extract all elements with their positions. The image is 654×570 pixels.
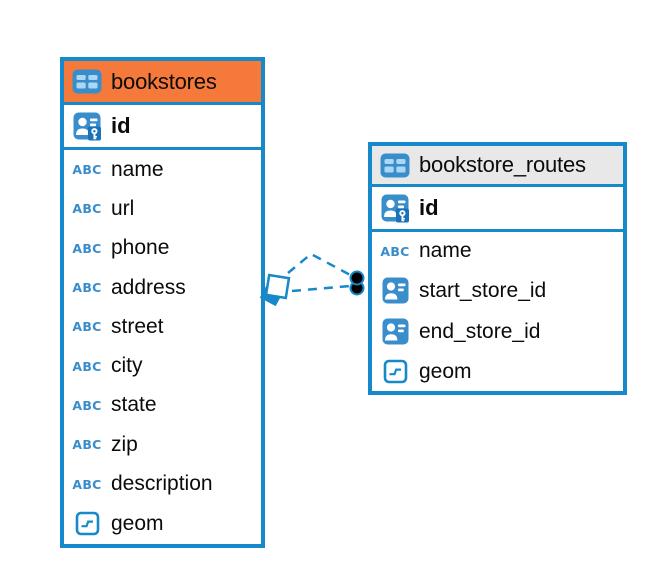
column-label: city [111, 354, 143, 378]
table-bookstore-routes-title: bookstore_routes [419, 152, 586, 177]
column-row[interactable]: geom [64, 503, 261, 544]
dot-marker [349, 270, 365, 296]
column-label: zip [111, 432, 138, 456]
column-label: street [111, 314, 164, 338]
column-row-id[interactable]: id [372, 187, 623, 232]
column-label: name [111, 157, 164, 181]
abc-icon: ABC [72, 162, 102, 178]
table-bookstore-routes-header[interactable]: bookstore_routes [372, 146, 623, 187]
column-row[interactable]: ABC description [64, 464, 261, 504]
column-row[interactable]: ABC state [64, 385, 261, 426]
column-row[interactable]: ABC address [64, 267, 261, 308]
column-row[interactable]: ABC zip [64, 425, 261, 465]
column-row[interactable]: start_store_id [372, 270, 623, 311]
column-label: end_store_id [419, 319, 541, 343]
relation-line-1[interactable] [287, 252, 355, 279]
column-label: state [111, 393, 157, 417]
person-icon [380, 277, 410, 304]
column-row[interactable]: ABC phone [64, 228, 261, 268]
geometry-icon [380, 359, 410, 384]
column-label: description [111, 472, 213, 496]
table-bookstores-title: bookstores [111, 68, 217, 94]
abc-icon: ABC [72, 280, 102, 296]
column-label: url [111, 196, 135, 220]
column-label: id [419, 195, 439, 220]
abc-icon: ABC [380, 243, 410, 259]
table-icon [72, 69, 102, 94]
column-label: start_store_id [419, 278, 547, 302]
table-bookstores[interactable]: bookstores id [60, 57, 265, 548]
abc-icon: ABC [72, 201, 102, 217]
column-label: name [419, 239, 472, 262]
column-label: geom [111, 511, 164, 535]
column-row[interactable]: ABC city [64, 346, 261, 386]
column-row[interactable]: geom [372, 352, 623, 391]
abc-icon: ABC [72, 358, 102, 374]
abc-icon: ABC [72, 319, 102, 335]
abc-icon: ABC [72, 437, 102, 453]
column-row[interactable]: end_store_id [372, 311, 623, 352]
column-label: id [111, 113, 131, 138]
geometry-icon [72, 511, 102, 536]
column-label: phone [111, 236, 170, 260]
abc-icon: ABC [72, 240, 102, 256]
table-icon [380, 153, 410, 178]
column-row[interactable]: ABC name [64, 150, 261, 190]
column-row[interactable]: ABC name [372, 232, 623, 270]
table-bookstore-routes[interactable]: bookstore_routes id [368, 142, 627, 395]
table-bookstores-header[interactable]: bookstores [64, 61, 261, 105]
person-key-icon [380, 194, 410, 223]
column-row[interactable]: ABC url [64, 189, 261, 229]
person-icon [380, 318, 410, 345]
column-row[interactable]: ABC street [64, 307, 261, 347]
abc-icon: ABC [72, 397, 102, 413]
abc-icon: ABC [72, 476, 102, 492]
column-row-id[interactable]: id [64, 105, 261, 150]
column-label: address [111, 275, 186, 299]
column-label: geom [419, 359, 472, 383]
person-key-icon [72, 112, 102, 141]
relation-line-2[interactable] [291, 284, 351, 293]
